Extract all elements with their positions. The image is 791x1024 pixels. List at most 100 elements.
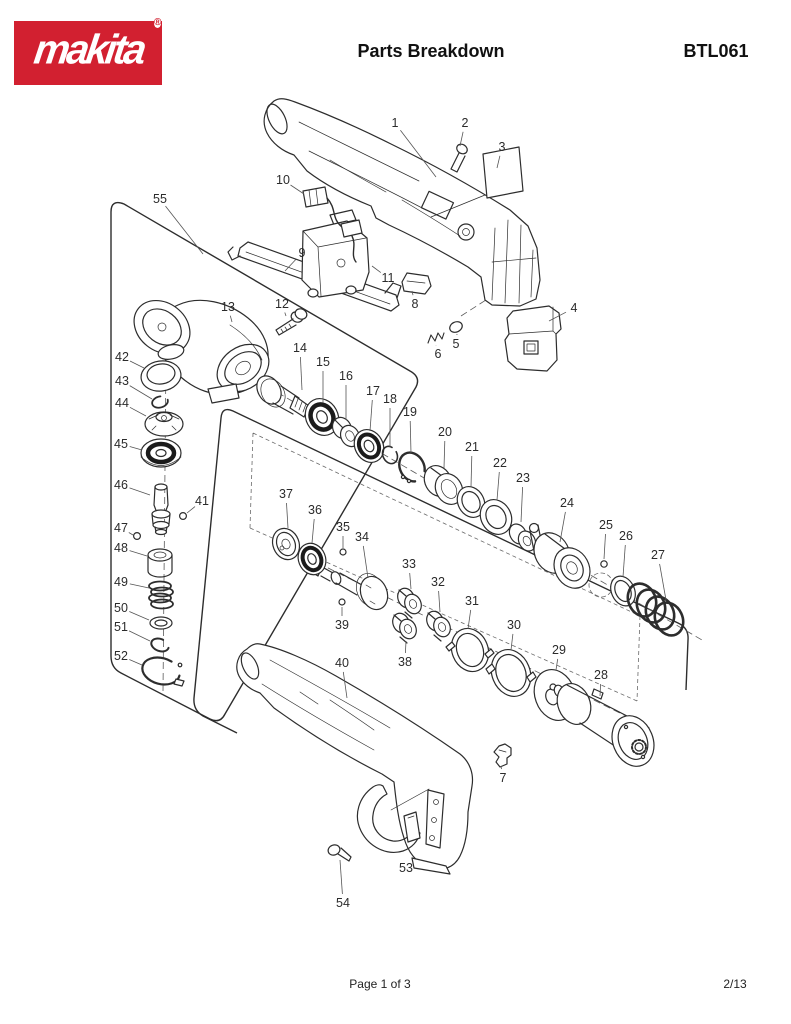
leader-line-51 <box>128 630 151 642</box>
leader-line-30 <box>510 633 514 651</box>
part-40-lower-housing-shape <box>236 643 474 875</box>
part-label-36: 36 <box>308 503 322 517</box>
leader-line-50 <box>129 611 150 621</box>
leader-line-23 <box>520 486 523 523</box>
part-19-retaining-ring-shape <box>398 451 426 484</box>
part-label-10: 10 <box>276 173 290 187</box>
leader-line-24 <box>559 511 566 543</box>
part-label-46: 46 <box>114 478 128 492</box>
leader-line-34 <box>362 545 369 579</box>
part-26-washer-shape <box>610 575 636 607</box>
leader-line-49 <box>129 583 150 589</box>
part-label-12: 12 <box>275 297 289 311</box>
leader-line-12 <box>284 312 287 317</box>
leader-line-10 <box>290 184 305 195</box>
part-47-steel-ball-shape <box>133 531 142 540</box>
part-24-hammer-shape <box>533 532 591 589</box>
leader-line-7 <box>500 765 502 770</box>
leader-line-40 <box>342 671 348 699</box>
leader-line-8 <box>411 290 414 296</box>
part-label-34: 34 <box>355 530 369 544</box>
leader-line-52 <box>129 659 143 666</box>
page-title: Parts Breakdown <box>357 41 505 61</box>
part-label-7: 7 <box>500 771 507 785</box>
part-label-42: 42 <box>115 350 129 364</box>
part-label-11: 11 <box>382 271 395 285</box>
part-54-screw-shape <box>327 844 352 862</box>
leader-line-13 <box>229 315 233 323</box>
leader-line-17 <box>369 399 373 432</box>
part-46-anvil-shape <box>151 483 171 536</box>
part-label-6: 6 <box>435 347 442 361</box>
part-43-clip-shape <box>151 395 169 409</box>
part-label-35: 35 <box>336 520 350 534</box>
part-label-44: 44 <box>115 396 129 410</box>
part-label-30: 30 <box>507 618 521 632</box>
part-label-43: 43 <box>115 374 129 388</box>
sheet-number: 2/13 <box>723 977 747 991</box>
leader-line-2 <box>459 131 464 147</box>
part-label-37: 37 <box>279 487 293 501</box>
part-label-23: 23 <box>516 471 530 485</box>
leader-line-4 <box>548 311 567 322</box>
part-12-bolt-shape <box>275 308 308 336</box>
part-15-ball-bearing-shape <box>304 398 340 436</box>
leader-line-38 <box>405 640 407 654</box>
part-30-ring-gear-shape <box>485 649 537 697</box>
part-label-4: 4 <box>571 301 578 315</box>
part-label-38: 38 <box>398 655 412 669</box>
part-25-steel-ball-shape <box>588 560 614 598</box>
part-10-lead-wire-shape <box>302 186 363 263</box>
part-21-washer-shape <box>456 486 486 518</box>
part-32-gear-shape <box>426 610 451 642</box>
leader-line-46 <box>129 487 151 496</box>
part-label-3: 3 <box>499 140 506 154</box>
leader-line-31 <box>467 609 472 630</box>
part-38-gear-shape <box>392 612 417 644</box>
part-label-39: 39 <box>335 618 349 632</box>
part-label-17: 17 <box>366 384 380 398</box>
part-22-washer-shape <box>479 499 513 535</box>
part-label-27: 27 <box>651 548 665 562</box>
leader-line-37 <box>286 502 289 529</box>
part-label-25: 25 <box>599 518 613 532</box>
part-37-washer-shape <box>271 527 301 561</box>
leader-line-1 <box>400 129 437 178</box>
registered-trademark-icon: ® <box>154 17 162 28</box>
part-23-cam-shape <box>508 522 545 559</box>
leader-line-54 <box>339 859 343 895</box>
part-31-ring-shape <box>445 627 495 673</box>
part-label-32: 32 <box>431 575 445 589</box>
part-35-steel-ball-shape <box>339 548 347 556</box>
leader-line-45 <box>129 446 143 451</box>
leader-line-21 <box>470 455 473 488</box>
part-27-spring-shape <box>626 582 685 637</box>
leader-line-33 <box>409 572 412 590</box>
leader-line-22 <box>496 471 500 501</box>
part-18-washer-shape <box>381 445 399 465</box>
part-45-ball-bearing-shape <box>140 438 182 468</box>
part-label-5: 5 <box>453 337 460 351</box>
part-50-washer-shape <box>149 616 173 630</box>
part-label-19: 19 <box>403 405 417 419</box>
part-label-29: 29 <box>552 643 566 657</box>
part-3-name-plate-shape <box>430 146 524 218</box>
part-label-51: 51 <box>114 620 128 634</box>
leader-line-32 <box>438 590 441 613</box>
part-6-spring-shape <box>427 332 445 344</box>
part-48-bushing-shape <box>147 548 173 578</box>
part-label-31: 31 <box>465 594 479 608</box>
part-16-spacer-shape <box>331 416 361 448</box>
part-label-2: 2 <box>462 116 469 130</box>
part-49-spring-shape <box>148 580 174 610</box>
part-label-21: 21 <box>465 440 479 454</box>
leader-line-9 <box>284 259 297 272</box>
leader-line-43 <box>129 385 153 400</box>
part-label-22: 22 <box>493 456 507 470</box>
makita-logo: makita <box>14 21 162 85</box>
part-label-28: 28 <box>594 668 608 682</box>
part-7-clip-shape <box>493 743 512 768</box>
part-1-upper-housing-shape <box>263 98 541 307</box>
